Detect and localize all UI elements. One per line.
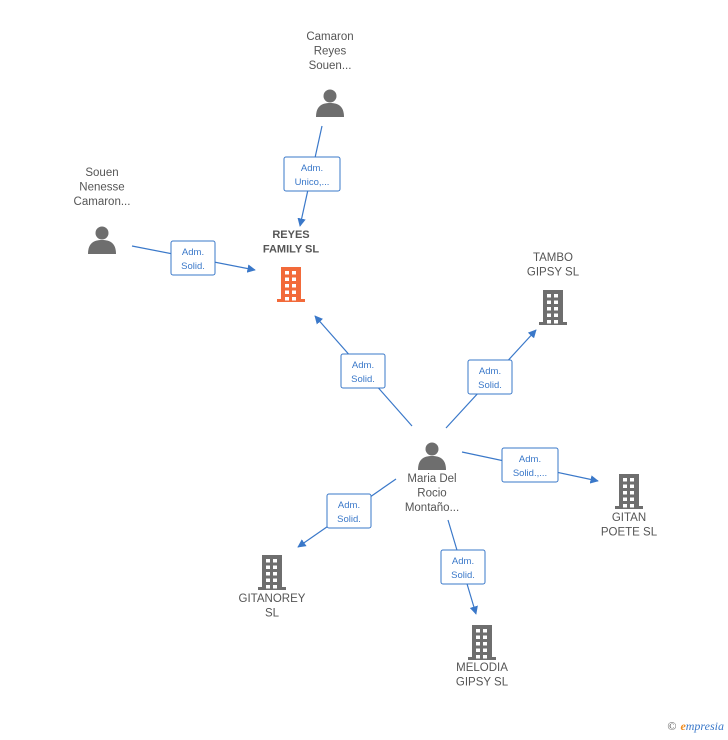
node-label-line: REYES bbox=[272, 229, 309, 241]
role-label-box[interactable]: Adm. Unico,... bbox=[283, 156, 341, 192]
role-label-box[interactable]: Adm. Solid. bbox=[326, 493, 372, 529]
role-box-frame bbox=[467, 359, 513, 395]
person-icon bbox=[316, 89, 344, 117]
building-icon bbox=[468, 625, 496, 660]
node-label-line: Reyes bbox=[314, 46, 347, 58]
role-label-box[interactable]: Adm. Solid. bbox=[440, 549, 486, 585]
node-melodia[interactable]: MELODIA GIPSY SL bbox=[456, 625, 509, 689]
edge-maria-to-tambo: Adm. Solid. bbox=[445, 329, 537, 429]
node-label-line: Camaron... bbox=[74, 196, 131, 208]
role-label-line: Adm. bbox=[519, 454, 541, 465]
node-label-line: Maria Del bbox=[407, 473, 456, 485]
role-box-frame bbox=[440, 549, 486, 585]
person-icon bbox=[88, 226, 116, 254]
role-label-line: Adm. bbox=[479, 366, 501, 377]
node-maria[interactable]: Maria DelRocioMontaño... bbox=[405, 442, 459, 515]
role-box-frame bbox=[283, 156, 341, 192]
node-label-line: GIPSY SL bbox=[527, 267, 580, 279]
node-label-line: Souen bbox=[85, 167, 118, 179]
role-box-frame bbox=[326, 493, 372, 529]
node-gitan_poete[interactable]: GITAN POETE SL bbox=[601, 474, 658, 539]
edge-camaron-to-reyes_family: Adm. Unico,... bbox=[283, 125, 341, 227]
node-camaron[interactable]: CamaronReyesSouen... bbox=[306, 31, 354, 117]
building-icon bbox=[539, 290, 567, 325]
node-gitanorey[interactable]: GITANOREY SL bbox=[239, 555, 306, 620]
node-label-line: POETE SL bbox=[601, 527, 658, 539]
edge-maria-to-gitanorey: Adm. Solid. bbox=[297, 478, 397, 548]
empresia-logo-text: mpresia bbox=[685, 719, 724, 733]
role-label-line: Solid. bbox=[478, 380, 502, 391]
copyright-icon: © bbox=[667, 719, 677, 733]
role-label-box[interactable]: Adm. Solid. bbox=[170, 240, 216, 276]
node-reyes_family[interactable]: REYES FAMILY SL bbox=[263, 229, 320, 302]
node-label-line: Camaron bbox=[306, 31, 353, 43]
node-label-line: Montaño... bbox=[405, 502, 459, 514]
node-tambo[interactable]: TAMBO GIPSY SL bbox=[527, 252, 580, 325]
role-label-line: Solid. bbox=[337, 514, 361, 525]
role-label-line: Solid. bbox=[351, 374, 375, 385]
edge-souen-to-reyes_family: Adm. Solid. bbox=[131, 240, 256, 276]
role-label-line: Solid. bbox=[451, 570, 475, 581]
person-icon bbox=[418, 442, 446, 470]
node-label-line: SL bbox=[265, 608, 280, 620]
role-label-box[interactable]: Adm. Solid. bbox=[467, 359, 513, 395]
node-label-line: Rocio bbox=[417, 488, 446, 500]
node-label-line: GIPSY SL bbox=[456, 677, 509, 689]
building-icon bbox=[258, 555, 286, 590]
edge-maria-to-reyes_family: Adm. Solid. bbox=[314, 315, 413, 427]
role-box-frame bbox=[340, 353, 386, 389]
role-label-line: Solid. bbox=[181, 261, 205, 272]
role-label-line: Adm. bbox=[338, 500, 360, 511]
role-label-line: Adm. bbox=[182, 247, 204, 258]
role-label-line: Adm. bbox=[301, 163, 323, 174]
node-label-line: Souen... bbox=[309, 60, 352, 72]
node-label-line: GITANOREY bbox=[239, 593, 306, 605]
empresia-logo-initial: e bbox=[680, 719, 686, 733]
role-label-box[interactable]: Adm. Solid. bbox=[340, 353, 386, 389]
building-icon bbox=[277, 267, 305, 302]
role-label-line: Adm. bbox=[352, 360, 374, 371]
node-label-line: MELODIA bbox=[456, 662, 508, 674]
node-label-line: GITAN bbox=[612, 512, 646, 524]
node-label-line: Nenesse bbox=[79, 182, 124, 194]
role-box-frame bbox=[170, 240, 216, 276]
role-label-line: Adm. bbox=[452, 556, 474, 567]
role-label-line: Solid.,... bbox=[513, 468, 547, 479]
node-souen[interactable]: SouenNenesseCamaron... bbox=[74, 167, 131, 254]
edge-maria-to-gitan_poete: Adm. Solid.,... bbox=[461, 447, 599, 484]
role-box-frame bbox=[501, 447, 559, 483]
role-label-line: Unico,... bbox=[295, 177, 330, 188]
edge-maria-to-melodia: Adm. Solid. bbox=[440, 519, 486, 615]
building-icon bbox=[615, 474, 643, 509]
role-label-box[interactable]: Adm. Solid.,... bbox=[501, 447, 559, 483]
copyright-footer: ©empresia bbox=[667, 719, 724, 734]
node-label-line: FAMILY SL bbox=[263, 244, 320, 256]
node-label-line: TAMBO bbox=[533, 252, 573, 264]
